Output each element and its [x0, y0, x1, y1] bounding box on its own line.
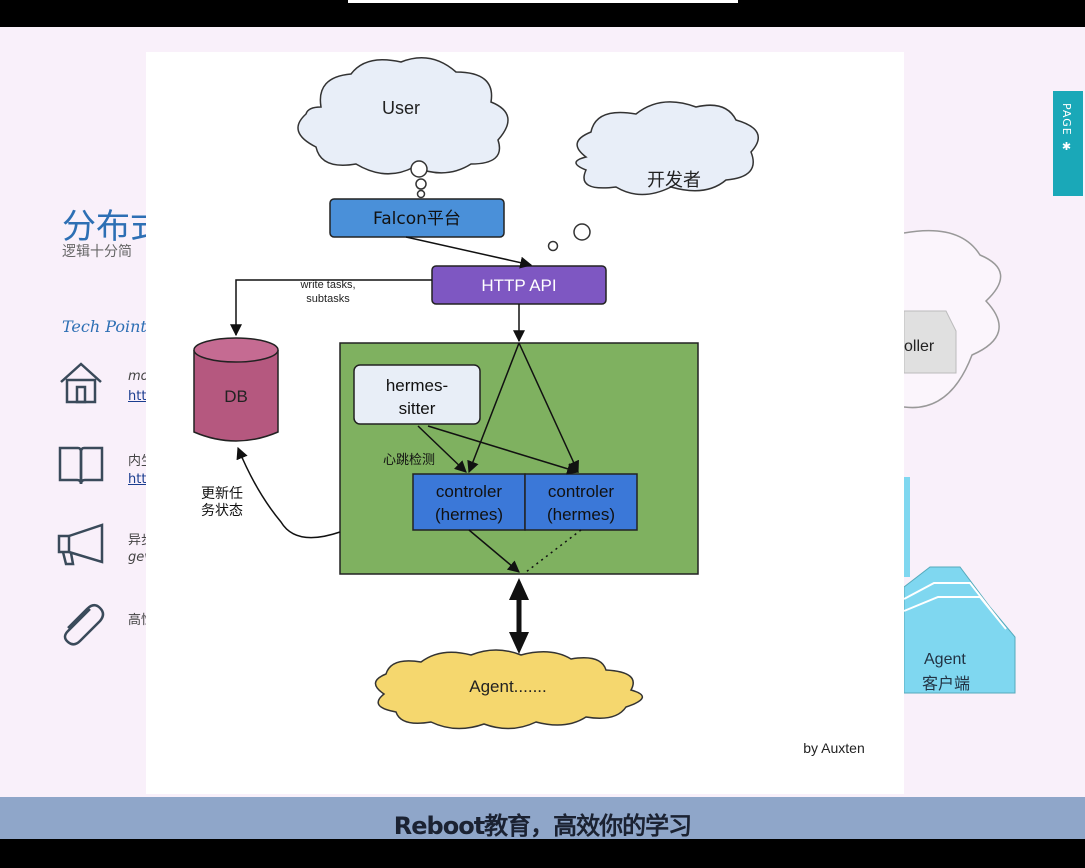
architecture-diagram: User 开发者 Falcon平台 HTTP API write tasks, …	[146, 52, 904, 794]
developer-cloud: 开发者	[575, 101, 760, 196]
background-architecture-graphic: oller Agent 客户端	[903, 229, 1016, 694]
video-bottom-bar	[0, 839, 1085, 868]
hermes-sitter-label-2: sitter	[399, 399, 436, 418]
controller1-to-agent-arrow	[468, 529, 520, 573]
falcon-box	[329, 198, 505, 238]
agent-cloud: Agent.......	[374, 649, 643, 730]
credit-label: by Auxten	[803, 740, 865, 756]
background-agent-client-label: 客户端	[922, 674, 970, 693]
hermes-sitter-label-1: hermes-	[386, 376, 448, 395]
thought-bubble	[547, 240, 559, 252]
api-to-controller1-arrow	[467, 342, 520, 474]
controller-2-label-2: (hermes)	[547, 505, 615, 524]
developer-label: 开发者	[647, 170, 701, 191]
controller-box-1	[412, 473, 526, 531]
user-cloud: User	[297, 57, 509, 175]
agent-label: Agent.......	[469, 677, 547, 696]
user-label: User	[382, 98, 420, 118]
slide-subtitle: 逻辑十分简	[62, 244, 132, 260]
hermes-sitter-box	[353, 364, 481, 425]
falcon-label: Falcon平台	[373, 209, 461, 229]
caption-text: Reboot教育，高效你的学习	[393, 812, 692, 840]
page-tab-label: PAGE ✱	[1060, 103, 1073, 155]
caption-bar	[0, 797, 1085, 839]
heartbeat-label: 心跳检测	[383, 453, 435, 468]
controller-2-label-1: controler	[548, 482, 614, 501]
controller-box-2	[524, 473, 638, 531]
top-progress-line	[348, 0, 738, 3]
db-label: DB	[224, 387, 248, 406]
write-tasks-label: write tasks,	[299, 279, 355, 291]
tech-item-1-link[interactable]: htt	[128, 389, 147, 404]
megaphone-icon	[57, 523, 104, 566]
update-status-label-1: 更新任	[201, 486, 243, 502]
paperclip-icon	[63, 604, 105, 646]
heartbeat-arrow-1	[417, 425, 467, 473]
heartbeat-arrow-2	[427, 425, 580, 475]
db-cylinder: DB	[193, 337, 279, 442]
controller-1-label-1: controler	[436, 482, 502, 501]
up-arrowhead	[509, 578, 529, 600]
http-api-label: HTTP API	[481, 276, 556, 295]
tech-item-1-text: mo	[128, 369, 149, 384]
thought-bubble	[415, 178, 427, 190]
thought-bubble	[410, 160, 428, 178]
video-top-bar	[0, 0, 1085, 27]
thought-bubble	[573, 223, 591, 241]
architecture-diagram-svg: User 开发者 Falcon平台 HTTP API write tasks, …	[193, 57, 865, 756]
home-icon	[60, 362, 102, 404]
thought-bubble	[416, 189, 426, 199]
down-arrowhead	[509, 632, 529, 654]
controller-1-label-2: (hermes)	[435, 505, 503, 524]
tech-points-heading: Tech Point	[62, 317, 147, 336]
page-tab[interactable]: PAGE ✱	[1053, 91, 1083, 196]
tech-item-3-text2: gev	[128, 550, 152, 565]
background-controller-label: oller	[904, 338, 935, 355]
subtasks-label: subtasks	[306, 293, 350, 305]
tech-item-2-link[interactable]: htt	[128, 472, 147, 487]
api-to-controller2-arrow	[518, 342, 579, 474]
update-status-arrow	[236, 446, 341, 539]
api-to-db-arrow	[230, 279, 432, 337]
background-agent-label: Agent	[924, 651, 966, 668]
book-icon	[58, 446, 104, 485]
update-status-label-2: 务状态	[201, 503, 243, 519]
falcon-to-api-arrow	[405, 236, 533, 269]
